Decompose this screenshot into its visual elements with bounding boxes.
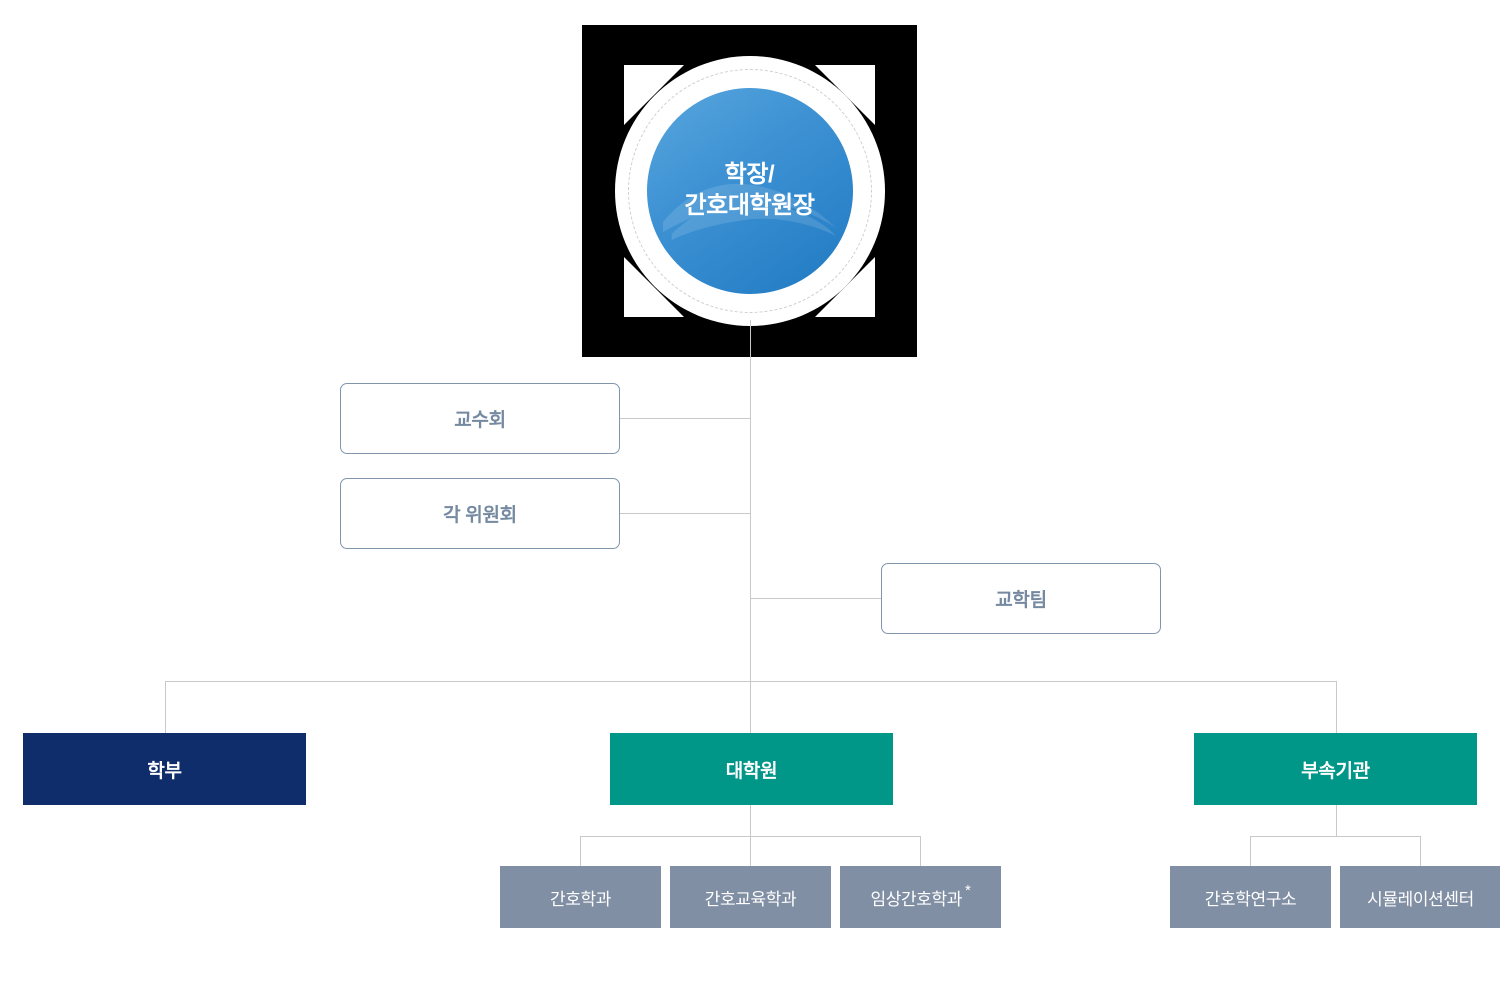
node-committees[interactable]: 각 위원회 xyxy=(340,478,620,549)
node-committees-label: 각 위원회 xyxy=(443,505,517,526)
connector-drop-nursing-education-dept xyxy=(750,836,751,866)
connector-drop-undergraduate xyxy=(165,681,166,733)
node-academic-affairs-team-label: 교학팀 xyxy=(995,590,1047,611)
node-affiliated-institutions[interactable]: 부속기관 xyxy=(1194,733,1477,805)
node-simulation-center-label: 시뮬레이션센터 xyxy=(1367,889,1474,909)
node-nursing-education-dept[interactable]: 간호교육학과 xyxy=(670,866,831,928)
node-simulation-center[interactable]: 시뮬레이션센터 xyxy=(1340,866,1500,928)
node-undergraduate[interactable]: 학부 xyxy=(23,733,306,805)
connector-drop-simulation-center xyxy=(1420,836,1421,866)
node-clinical-nursing-dept[interactable]: 임상간호학과 * xyxy=(840,866,1001,928)
node-nursing-dept[interactable]: 간호학과 xyxy=(500,866,661,928)
node-faculty-council[interactable]: 교수회 xyxy=(340,383,620,454)
node-clinical-nursing-dept-label: 임상간호학과 xyxy=(870,889,963,909)
connector-graduate-stem xyxy=(750,805,751,837)
connector-drop-nursing-research-institute xyxy=(1250,836,1251,866)
node-nursing-research-institute[interactable]: 간호학연구소 xyxy=(1170,866,1331,928)
connector-drop-graduate-school xyxy=(750,681,751,733)
connector-division-bus xyxy=(165,681,1337,682)
node-nursing-dept-label: 간호학과 xyxy=(550,889,611,909)
node-affiliated-institutions-label: 부속기관 xyxy=(1301,760,1370,782)
node-nursing-education-dept-label: 간호교육학과 xyxy=(704,889,797,909)
root-node-frame: 학장/ 간호대학원장 xyxy=(582,25,917,357)
connector-affiliated-bus xyxy=(1250,836,1421,837)
root-node-label: 학장/ 간호대학원장 xyxy=(684,161,815,219)
node-faculty-council-label: 교수회 xyxy=(454,410,506,431)
footnote-asterisk-icon: * xyxy=(965,881,971,899)
node-graduate-school[interactable]: 대학원 xyxy=(610,733,893,805)
connector-staff-faculty-council xyxy=(620,418,751,419)
connector-drop-clinical-nursing-dept xyxy=(920,836,921,866)
node-graduate-school-label: 대학원 xyxy=(725,760,778,782)
root-dashed-ring xyxy=(627,69,872,313)
connector-staff-academic-affairs-team xyxy=(750,598,881,599)
connector-drop-nursing-dept xyxy=(580,836,581,866)
connector-affiliated-stem xyxy=(1336,805,1337,837)
connector-trunk-vertical xyxy=(750,320,751,682)
node-academic-affairs-team[interactable]: 교학팀 xyxy=(881,563,1161,634)
root-node-dean[interactable]: 학장/ 간호대학원장 xyxy=(646,88,853,294)
node-nursing-research-institute-label: 간호학연구소 xyxy=(1204,889,1297,909)
connector-staff-committees xyxy=(620,513,751,514)
node-undergraduate-label: 학부 xyxy=(147,760,182,782)
connector-drop-affiliated-institutions xyxy=(1336,681,1337,733)
